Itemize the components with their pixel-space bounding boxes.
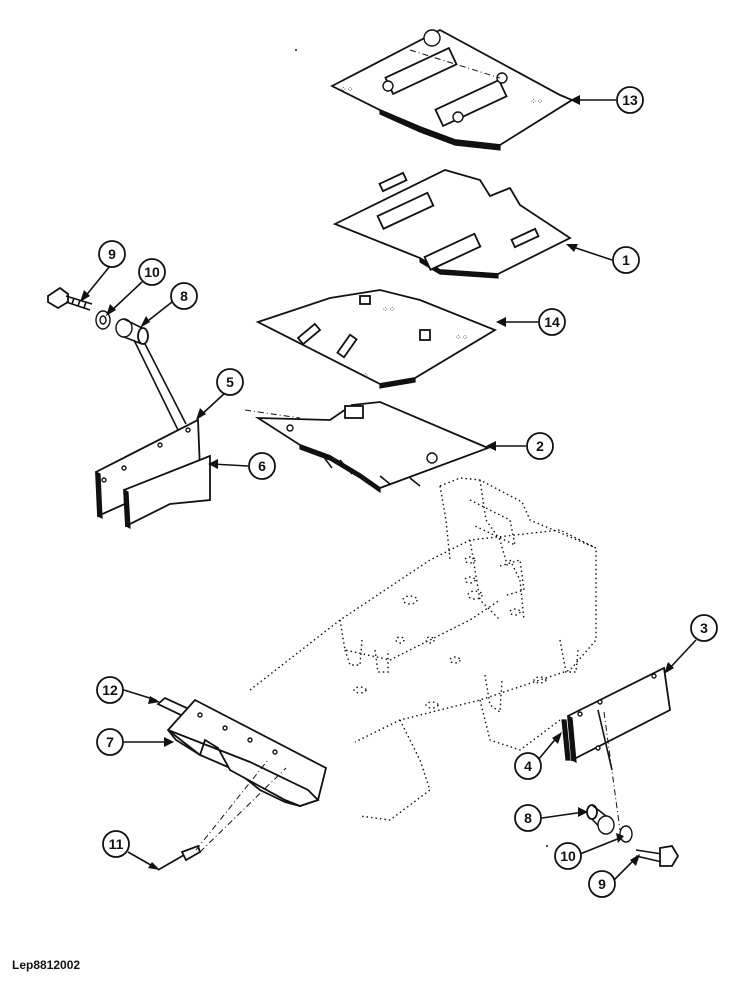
guide-line [244,409,301,419]
svg-text:8: 8 [180,288,188,304]
machine-frame-outline [249,477,597,821]
svg-text:13: 13 [622,92,638,108]
guide-line [195,759,269,851]
callout-12: 12 [96,676,124,704]
callout-6: 6 [248,452,276,480]
svg-text:4: 4 [524,758,532,774]
spacer-8-upper [115,318,149,345]
svg-text:11: 11 [109,836,124,852]
leader-line [141,337,187,425]
bolt-9-upper [47,286,93,311]
svg-text:1: 1 [622,252,630,268]
svg-text:⁘⁘: ⁘⁘ [530,97,543,106]
part-13-floor-mat: ⁘⁘ ⁘⁘ [330,28,574,151]
leader-line [133,339,179,431]
svg-text:8: 8 [524,810,532,826]
callout-4: 4 [514,752,542,780]
bolt-9-lower [635,845,680,867]
washer-10-lower [619,825,633,843]
part-1-floor-plate [332,169,572,279]
part-7-bracket [166,698,328,807]
part-14-mat: ⁘⁘ ⁘⁘ ⁘ [255,289,498,389]
svg-text:2: 2 [536,438,544,454]
callout-leaders [80,95,697,883]
part-3-side-plate [567,666,671,764]
callout-1: 1 [612,246,640,274]
callout-5: 5 [216,368,244,396]
spacer-8-lower [586,804,615,835]
part-6-filler-plate [123,454,211,529]
svg-text:3: 3 [700,620,708,636]
svg-text:6: 6 [258,458,266,474]
callout-9-lower: 9 [588,870,616,898]
callout-13: 13 [616,86,644,114]
svg-text:⁘⁘: ⁘⁘ [340,85,353,94]
callout-2: 2 [526,432,554,460]
scan-speck [546,845,548,847]
callout-14: 14 [538,308,566,336]
part-4-filler-plate [561,719,571,761]
scan-speck [295,49,297,51]
callout-8-lower: 8 [514,804,542,832]
callout-7: 7 [96,728,124,756]
callout-10-lower: 10 [554,842,582,870]
svg-text:10: 10 [144,264,160,280]
svg-text:7: 7 [106,734,114,750]
svg-text:⁘⁘: ⁘⁘ [455,333,468,342]
callout-11: 11 [102,830,130,858]
svg-text:14: 14 [544,314,560,330]
leader-line [597,709,613,771]
part-2-plate [254,401,491,494]
callout-10-upper: 10 [138,258,166,286]
callout-8-upper: 8 [170,282,198,310]
svg-text:⁘⁘: ⁘⁘ [382,305,395,314]
guide-line [199,767,287,853]
svg-text:9: 9 [598,876,606,892]
part-11-rivet [157,844,202,871]
svg-text:10: 10 [560,848,576,864]
figure-reference-code: Lep8812002 [12,958,81,972]
callout-3: 3 [690,614,718,642]
svg-text:9: 9 [108,246,116,262]
svg-text:⁘: ⁘ [362,371,369,380]
svg-text:12: 12 [102,682,118,698]
svg-text:5: 5 [226,374,234,390]
callout-9-upper: 9 [98,240,126,268]
